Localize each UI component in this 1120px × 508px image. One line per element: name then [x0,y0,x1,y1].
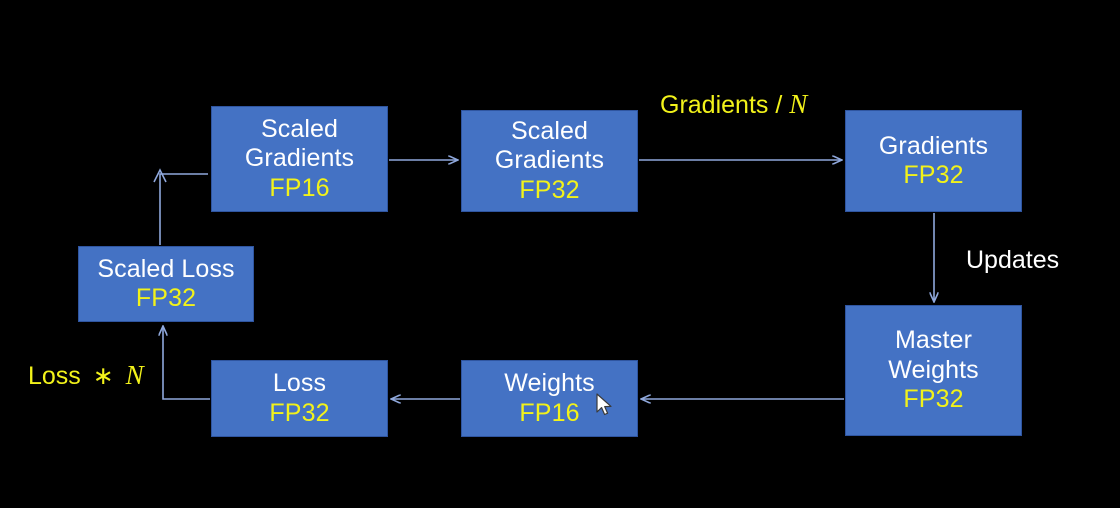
edge-label-text: Loss [28,362,81,390]
edge-label-text: Updates [966,246,1060,274]
node-title-line1: Scaled [260,114,339,143]
node-scaled-gradients-fp16[interactable]: Scaled Gradients FP16 [211,106,388,212]
node-title-line2: Gradients [244,144,355,173]
node-title-line2: Weights [888,355,979,384]
node-precision: FP32 [135,284,197,312]
node-precision: FP16 [269,173,330,202]
node-master-weights-fp32[interactable]: Master Weights FP32 [845,305,1022,436]
node-title-line1: Loss [272,369,327,397]
edge-label-text: Gradients [660,91,769,119]
node-scaled-gradients-fp32[interactable]: Scaled Gradients FP32 [461,110,638,212]
edge-scaled-loss-to-scaled-gradients [153,168,208,245]
node-title-line1: Gradients [878,131,989,160]
node-precision: FP32 [519,175,580,204]
node-title-line1: Master [894,326,972,355]
edge-label-gradients-divided-by-n: Gradients / N [660,89,807,120]
node-precision: FP16 [519,398,580,427]
edge-label-operator: / [775,91,783,119]
edge-loss-to-scaled-loss [163,326,210,400]
node-title-line1: Scaled Loss [97,254,235,283]
node-precision: FP32 [269,398,330,427]
edge-label-loss-times-n: Loss ∗ N [28,360,144,391]
node-loss-fp32[interactable]: Loss FP32 [211,360,388,437]
edge-label-symbol: N [125,360,144,390]
node-precision: FP32 [903,385,964,414]
node-weights-fp16[interactable]: Weights FP16 [461,360,638,437]
node-title-line2: Gradients [494,146,605,175]
node-title-line1: Scaled [510,116,589,145]
node-precision: FP32 [903,161,964,189]
edge-label-operator: ∗ [92,362,114,390]
node-gradients-fp32[interactable]: Gradients FP32 [845,110,1022,212]
node-scaled-loss-fp32[interactable]: Scaled Loss FP32 [78,246,254,322]
edge-label-updates: Updates [966,246,1059,275]
edge-label-symbol: N [789,89,808,119]
node-title-line1: Weights [504,369,595,397]
